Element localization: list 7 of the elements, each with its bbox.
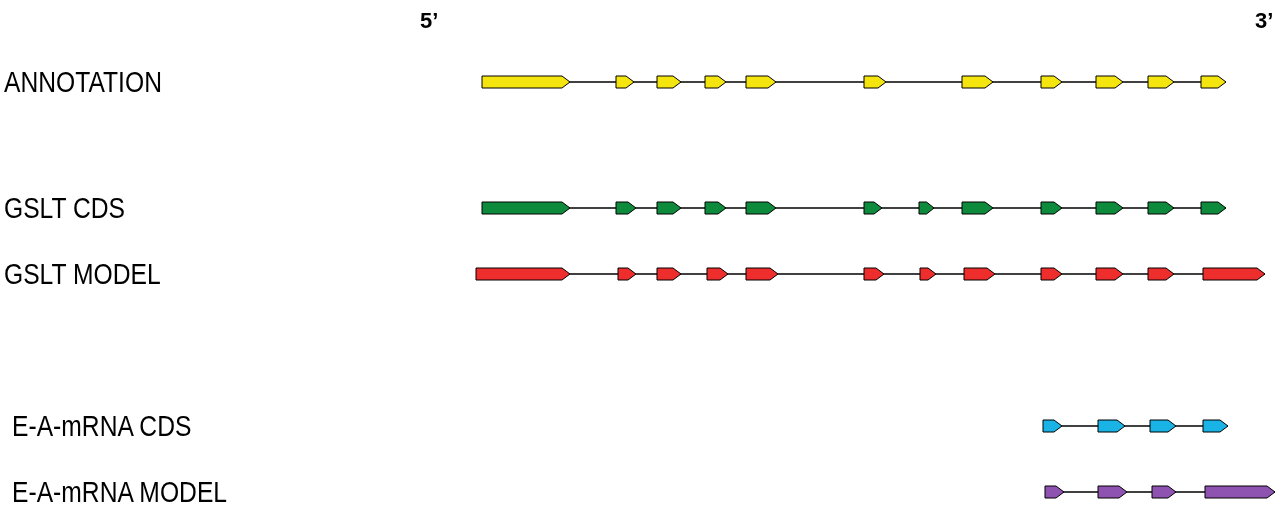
track-label: GSLT CDS	[4, 194, 125, 223]
track-label: ANNOTATION	[4, 68, 162, 97]
track-label: E-A-mRNA CDS	[12, 412, 192, 441]
track-label: E-A-mRNA MODEL	[12, 478, 228, 507]
end-label: 3’	[1255, 10, 1274, 32]
track-label: GSLT MODEL	[4, 260, 161, 289]
end-label: 5’	[420, 10, 439, 32]
